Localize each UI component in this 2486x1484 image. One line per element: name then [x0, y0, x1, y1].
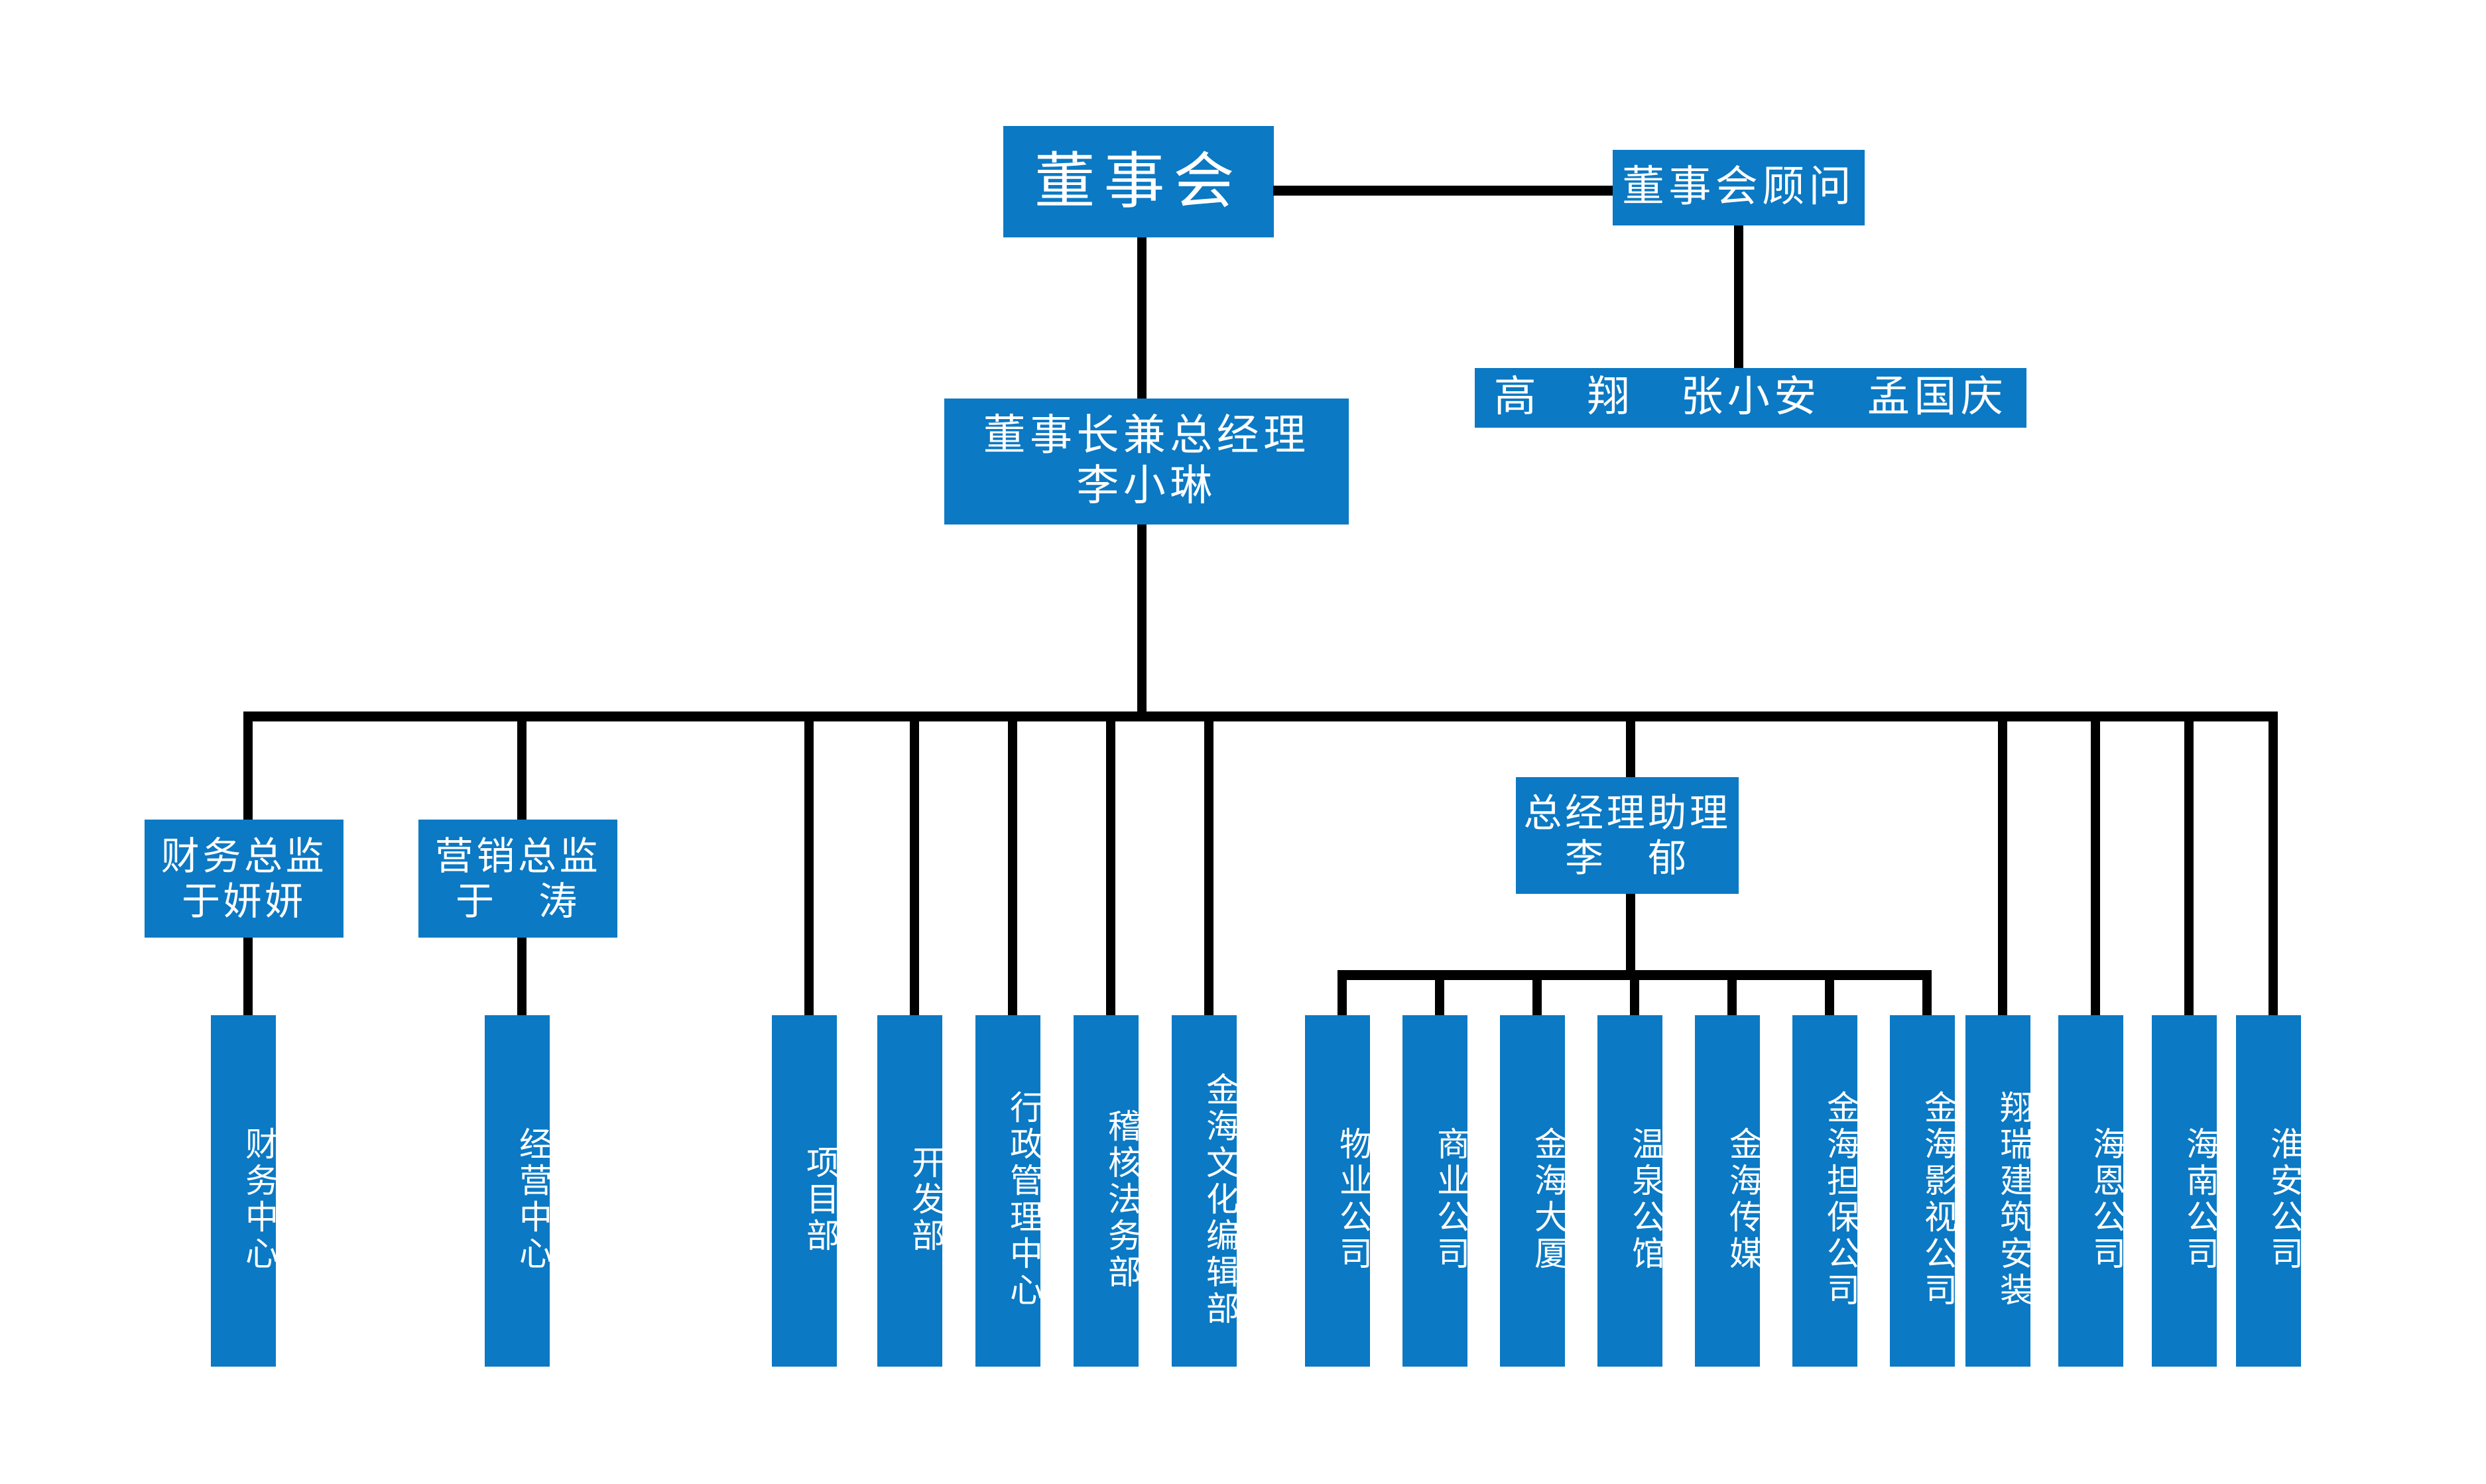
node-dept-jinhai-culture-editorial[interactable]: 金海文化编辑部 [1172, 1015, 1239, 1367]
node-board-advisor[interactable]: 董事会顾问 [1613, 150, 1865, 225]
connector-gm-assistant-to-subbus [1626, 894, 1635, 980]
connector-subbus-to-unit-5 [1825, 970, 1834, 1017]
connector-advisor-to-names [1734, 225, 1743, 369]
node-advisor-names[interactable]: 高 翔 张小安 孟国庆 [1475, 368, 2026, 428]
node-director-marketing-title: 营销总监 [434, 833, 601, 879]
node-unit-jinhai-guarantee[interactable]: 金海担保公司 [1792, 1015, 1860, 1367]
node-operations-center[interactable]: 经营中心 [485, 1015, 552, 1367]
node-gm-assistant-title: 总经理助理 [1523, 790, 1731, 835]
node-gm-assistant-name: 李 郁 [1565, 835, 1690, 881]
node-director-finance-title: 财务总监 [160, 833, 328, 879]
connector-bus-to-dept-1 [910, 711, 919, 1017]
connector-chairman-to-bus [1137, 525, 1147, 718]
connector-bus-to-gm-assistant [1626, 711, 1635, 781]
node-chairman[interactable]: 董事长兼总经理 李小琳 [944, 399, 1349, 525]
connector-subbus-to-unit-4 [1727, 970, 1737, 1017]
connector-director-0-to-child [243, 938, 253, 1017]
connector-board-to-chairman [1137, 237, 1147, 399]
node-director-marketing-name: 于 涛 [456, 879, 580, 924]
node-chairman-name: 李小琳 [1076, 462, 1217, 511]
node-gm-assistant-text: 总经理助理 李 郁 [1523, 790, 1731, 881]
node-dept-development[interactable]: 开发部 [877, 1015, 945, 1367]
node-director-finance-text: 财务总监 于妍妍 [161, 834, 328, 924]
node-subsidiary-hainan[interactable]: 海南公司 [2152, 1015, 2219, 1367]
connector-bus-to-dept-2 [1008, 711, 1017, 1017]
node-unit-jinhai-media[interactable]: 金海传媒 [1695, 1015, 1763, 1367]
connector-subbus-to-unit-6 [1922, 970, 1932, 1017]
connector-subbus-to-unit-1 [1435, 970, 1444, 1017]
main-bus-line [243, 711, 2278, 721]
node-subsidiary-haien[interactable]: 海恩公司 [2058, 1015, 2126, 1367]
node-unit-jinhai-film[interactable]: 金海影视公司 [1890, 1015, 1958, 1367]
connector-bus-to-subsidiary-1 [2091, 711, 2100, 1017]
connector-director-1-to-child [517, 938, 527, 1017]
connector-bus-to-subsidiary-3 [2268, 711, 2278, 1017]
node-finance-center[interactable]: 财务中心 [211, 1015, 279, 1367]
node-director-finance-name: 于妍妍 [182, 879, 306, 924]
node-unit-hotspring-mansion[interactable]: 温泉公馆 [1597, 1015, 1665, 1367]
node-director-marketing[interactable]: 营销总监 于 涛 [418, 820, 617, 938]
node-gm-assistant[interactable]: 总经理助理 李 郁 [1516, 777, 1739, 894]
node-subsidiary-xiangrui-construction[interactable]: 翔瑞建筑安装 [1965, 1015, 2033, 1367]
connector-bus-to-dept-4 [1204, 711, 1213, 1017]
node-board[interactable]: 董事会 [1003, 126, 1274, 237]
node-chairman-title: 董事长兼总经理 [983, 411, 1310, 461]
node-dept-audit-legal[interactable]: 稽核法务部 [1074, 1015, 1141, 1367]
node-chairman-text: 董事长兼总经理 李小琳 [983, 411, 1310, 511]
connector-subbus-to-unit-0 [1337, 970, 1347, 1017]
node-director-marketing-text: 营销总监 于 涛 [435, 834, 601, 924]
connector-bus-to-dept-0 [804, 711, 814, 1017]
connector-subbus-to-unit-3 [1630, 970, 1639, 1017]
node-unit-property[interactable]: 物业公司 [1305, 1015, 1373, 1367]
node-director-finance[interactable]: 财务总监 于妍妍 [145, 820, 343, 938]
node-unit-jinhai-building[interactable]: 金海大厦 [1500, 1015, 1568, 1367]
node-unit-commercial[interactable]: 商业公司 [1402, 1015, 1470, 1367]
connector-bus-to-subsidiary-2 [2184, 711, 2194, 1017]
connector-bus-to-director-1 [517, 711, 527, 821]
node-subsidiary-huaian[interactable]: 淮安公司 [2236, 1015, 2304, 1367]
node-dept-admin-management-center[interactable]: 行政管理中心 [975, 1015, 1043, 1367]
node-dept-project[interactable]: 项目部 [772, 1015, 839, 1367]
connector-bus-to-subsidiary-0 [1998, 711, 2007, 1017]
connector-subbus-to-unit-2 [1532, 970, 1542, 1017]
connector-bus-to-director-0 [243, 711, 253, 821]
connector-bus-to-dept-3 [1106, 711, 1115, 1017]
connector-board-to-advisor [1273, 186, 1613, 196]
